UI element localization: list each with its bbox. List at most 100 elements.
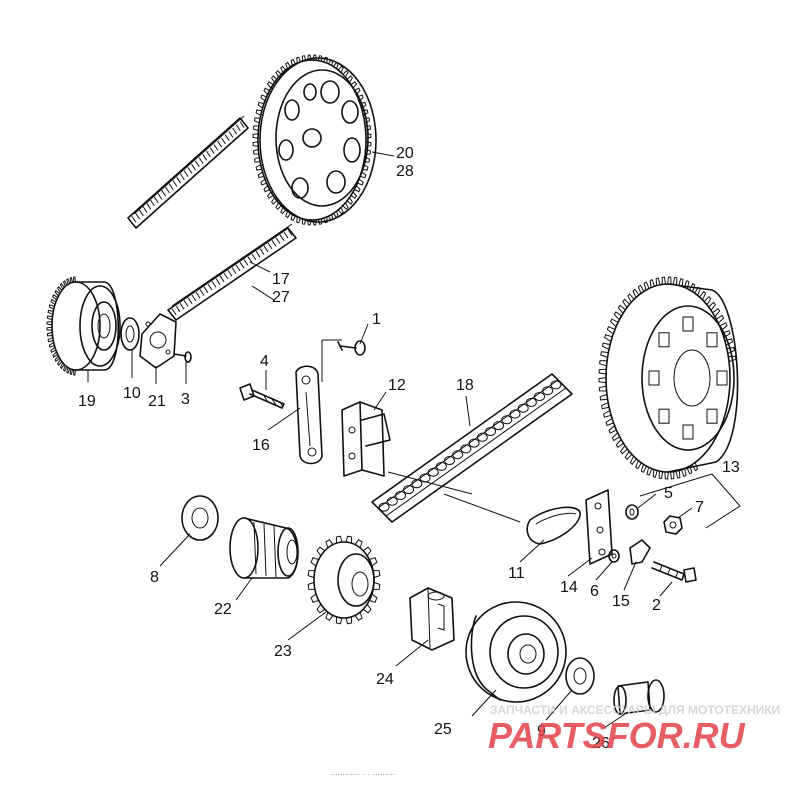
label-13: 13 [722, 459, 740, 476]
chain-link [501, 415, 513, 425]
pulley-tooth [253, 156, 261, 163]
pulley-tooth [252, 125, 259, 132]
front-pulley-tooth [46, 331, 53, 337]
chain-link [435, 461, 447, 471]
label-14: 14 [560, 579, 578, 596]
belt-tooth [209, 147, 215, 155]
pulley-tooth [350, 81, 358, 89]
pulley-tooth [260, 178, 267, 186]
chain-link [534, 392, 545, 401]
label-16: 16 [252, 437, 270, 454]
clutch-tooth [652, 469, 658, 478]
sprocket-tooth [335, 616, 343, 625]
pulley-tooth [312, 54, 317, 61]
pulley-tooth [301, 218, 307, 225]
label-10: 10 [123, 385, 141, 402]
pulley-tooth [350, 191, 358, 199]
belt-tooth [224, 134, 230, 141]
belt-tooth [228, 131, 234, 138]
belt-tooth [168, 183, 174, 190]
pulley-tooth [362, 164, 369, 171]
clutch-tooth [601, 342, 611, 350]
clutch-tooth [670, 471, 675, 480]
clutch-slot [706, 332, 718, 348]
label-25: 25 [434, 721, 452, 738]
label-20: 20 [396, 145, 414, 162]
pulley-tooth [357, 94, 364, 102]
clutch-tooth [678, 278, 684, 287]
clutch-slot [648, 370, 660, 386]
belt-tooth [243, 259, 249, 266]
bushing-26 [613, 679, 665, 715]
clutch-tooth [610, 318, 619, 327]
belt-tooth [206, 150, 211, 158]
belt-tooth [157, 193, 163, 200]
chain-link [427, 467, 439, 477]
front-pulley-tooth [52, 351, 58, 358]
pulley-tooth [307, 54, 312, 61]
leader-lines [87, 151, 741, 729]
pulley-tooth [255, 164, 262, 171]
clutch-tooth [613, 311, 622, 321]
sprocket-tooth [354, 539, 363, 549]
front-pulley-tooth [46, 326, 53, 331]
pulley-tooth [270, 197, 278, 205]
pulley-tooth [312, 219, 317, 226]
watermark: ЗАПЧАСТИ И АКСЕССУАРЫ ДЛЯ МОТОТЕХНИКИ PA… [488, 703, 780, 756]
front-pulley-tooth [66, 278, 71, 285]
label-24: 24 [376, 671, 394, 688]
pulley-tooth [317, 55, 323, 62]
label-8: 8 [150, 569, 159, 586]
sprocket-tooth [310, 557, 319, 567]
primary-chain-18 [371, 373, 573, 523]
front-pulley-tooth [66, 367, 71, 374]
pulley-tooth [317, 218, 323, 225]
belt-tooth [202, 154, 208, 161]
clutch-tooth [699, 290, 707, 301]
washer-6 [608, 549, 620, 563]
belt-tooth [146, 203, 152, 210]
pulley-tooth [328, 58, 334, 66]
label-6: 6 [590, 583, 599, 600]
sprocket-tooth [310, 593, 319, 603]
footer-text: ............ . . ......... [330, 767, 395, 777]
front-pulley-tooth [73, 369, 76, 376]
sprocket-tooth [354, 611, 363, 621]
belt-tooth [215, 278, 221, 285]
sprocket-tooth [316, 546, 326, 557]
chain-link [452, 450, 464, 460]
belt-tooth [183, 300, 189, 307]
belt-tooth [275, 237, 281, 244]
belt-tooth [179, 173, 185, 181]
chain-link [550, 380, 562, 390]
pulley-tooth [290, 58, 296, 66]
front-pulley-tooth [54, 289, 61, 297]
belt-tooth [135, 212, 141, 220]
shaft-24 [409, 587, 455, 651]
belt-tooth [221, 137, 226, 145]
hub-22 [229, 517, 299, 579]
clutch-tooth [600, 351, 609, 358]
sprocket-tooth [325, 611, 334, 621]
label-15: 15 [612, 593, 630, 610]
front-pulley-tooth [69, 276, 73, 284]
pulley-tooth [357, 178, 364, 186]
pulley-tooth [342, 70, 349, 78]
pulley-tooth [263, 185, 270, 193]
belt-tooth [165, 186, 170, 194]
belt-tooth [271, 240, 277, 247]
belt-tooth [195, 291, 201, 299]
pulley-tooth [252, 141, 259, 147]
clutch-tooth [719, 322, 728, 331]
pulley-tooth [266, 191, 274, 199]
clutch-tooth [615, 439, 624, 449]
belt-tooth [235, 124, 241, 132]
pulley-tooth [323, 56, 328, 64]
clutch-tooth [632, 288, 640, 298]
clutch-tooth [643, 281, 650, 291]
label-23: 23 [274, 643, 292, 660]
clutch-tooth [655, 277, 661, 286]
clutch-slot [716, 370, 728, 386]
chain-link [378, 502, 390, 512]
